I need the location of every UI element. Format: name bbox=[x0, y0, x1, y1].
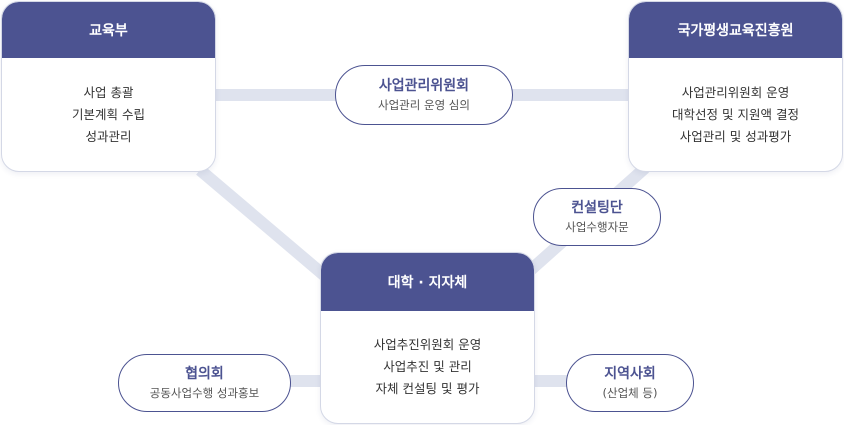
community-subtitle: (산업체 등) bbox=[602, 386, 658, 400]
univ-header: 대학 · 지자체 bbox=[321, 253, 534, 311]
nile-line: 사업관리 및 성과평가 bbox=[679, 128, 792, 144]
univ-title: 대학 · 지자체 bbox=[387, 275, 468, 291]
council-subtitle: 공동사업수행 성과홍보 bbox=[149, 386, 260, 400]
committee-pill: 사업관리위원회 사업관리 운영 심의 bbox=[335, 65, 513, 125]
univ-line: 사업추진위원회 운영 bbox=[373, 337, 482, 352]
nile-title: 국가평생교육진흥원 bbox=[677, 23, 794, 39]
community-title: 지역사회 bbox=[604, 366, 656, 382]
council-title: 협의회 bbox=[185, 366, 224, 382]
univ-line: 자체 컨설팅 및 평가 bbox=[375, 381, 480, 396]
nile-header: 국가평생교육진흥원 bbox=[629, 2, 842, 58]
nile-body: 사업관리위원회 운영 대학선정 및 지원액 결정 사업관리 및 성과평가 bbox=[629, 58, 842, 171]
consulting-pill: 컨설팅단 사업수행자문 bbox=[533, 188, 661, 246]
moe-header: 교육부 bbox=[2, 2, 215, 58]
moe-line: 사업 총괄 bbox=[83, 84, 134, 100]
moe-line: 성과관리 bbox=[85, 128, 132, 144]
univ-card: 대학 · 지자체 사업추진위원회 운영 사업추진 및 관리 자체 컨설팅 및 평… bbox=[320, 252, 535, 424]
committee-subtitle: 사업관리 운영 심의 bbox=[378, 98, 470, 112]
community-pill: 지역사회 (산업체 등) bbox=[566, 354, 694, 412]
line-moe-univ bbox=[196, 165, 336, 287]
moe-title: 교육부 bbox=[89, 23, 128, 39]
moe-body: 사업 총괄 기본계획 수립 성과관리 bbox=[2, 58, 215, 171]
consulting-title: 컨설팅단 bbox=[571, 200, 623, 216]
consulting-subtitle: 사업수행자문 bbox=[565, 220, 629, 234]
univ-line: 사업추진 및 관리 bbox=[383, 359, 472, 374]
moe-line: 기본계획 수립 bbox=[72, 106, 145, 122]
committee-title: 사업관리위원회 bbox=[378, 78, 470, 94]
nile-card: 국가평생교육진흥원 사업관리위원회 운영 대학선정 및 지원액 결정 사업관리 … bbox=[628, 1, 843, 172]
council-pill: 협의회 공동사업수행 성과홍보 bbox=[118, 354, 291, 412]
nile-line: 대학선정 및 지원액 결정 bbox=[672, 106, 799, 122]
nile-line: 사업관리위원회 운영 bbox=[681, 84, 790, 100]
moe-card: 교육부 사업 총괄 기본계획 수립 성과관리 bbox=[1, 1, 216, 172]
univ-body: 사업추진위원회 운영 사업추진 및 관리 자체 컨설팅 및 평가 bbox=[321, 311, 534, 423]
